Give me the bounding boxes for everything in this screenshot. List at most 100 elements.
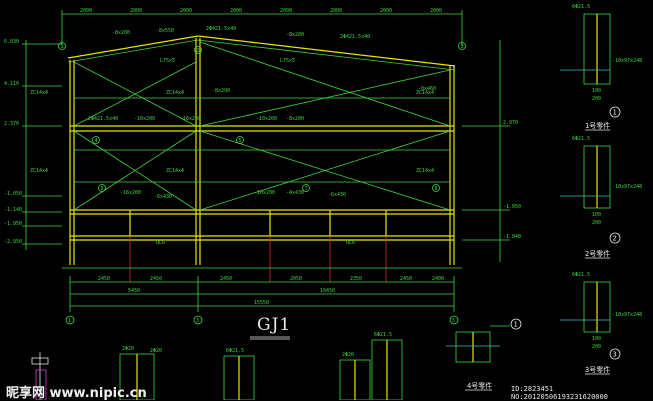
dim-label: 2000	[280, 8, 292, 14]
bar-label: -16x200	[120, 190, 141, 196]
level-label: -1.840	[503, 234, 521, 240]
dim-label: 2000	[230, 8, 242, 14]
grid-axis-bubble	[65, 315, 75, 325]
member-label: L75x5	[280, 58, 295, 64]
level-label: -2.950	[4, 239, 22, 245]
bar-label: 2Φ421.5x40	[206, 26, 236, 32]
detail-top-label: 6Φ21.5	[572, 136, 590, 142]
detail-num: 1	[613, 109, 617, 117]
part-mark: 1	[61, 44, 64, 50]
level-label: -1.050	[503, 204, 521, 210]
member-label: ZC14x4	[416, 168, 434, 174]
dim-label: 2350	[350, 276, 362, 282]
part-mark: 7	[305, 186, 308, 192]
bottom-detail-label: 6Φ21.5	[374, 332, 392, 338]
detail-side-label: -10x97x248	[612, 184, 642, 190]
member-label: ZC14x4	[30, 90, 48, 96]
bar-labels: -8x200 -8x550 2Φ421.5x40 -8x200 2Φ421.5x…	[88, 26, 436, 200]
detail-1: 6Φ21.5 -10x97x248 100 200 1 1号零件	[560, 4, 642, 131]
watermark-logo: 昵享网 www.nipic.cn	[6, 386, 147, 401]
dim-total-label: 15550	[254, 300, 269, 306]
part-mark: 2	[197, 48, 200, 54]
bar-label: -10x200	[134, 116, 155, 122]
bar-label: -8x460	[418, 86, 436, 92]
dim-label: 2050	[290, 276, 302, 282]
part-mark: 8	[435, 186, 438, 192]
bar-label: -4x430	[286, 190, 304, 196]
detail-label: 1号零件	[585, 121, 610, 130]
grid-axis-bubble	[449, 315, 459, 325]
bar-label: -10x200	[254, 190, 275, 196]
bar-label: -6x430	[154, 194, 172, 200]
bottom-detail-label: 6Φ21.5	[226, 348, 244, 354]
detail-4: 1 4号零件	[446, 318, 522, 391]
grid-axis-label: 5	[452, 318, 455, 324]
left-level-labels: 6.030 4.110 2.370 -1.050 -1.140 -1.950 -…	[4, 39, 22, 245]
detail-dim: 200	[592, 220, 601, 226]
grid-axis-labels: 1 3 5	[68, 318, 455, 324]
detail-top-label: 6Φ21.5	[572, 4, 590, 10]
dim-label: 2450	[400, 276, 412, 282]
detail-dim: 100	[592, 336, 601, 342]
part-marks: 1 2 3 4 5 6 7 8	[58, 42, 466, 192]
bar-label: 2Φ421.5x40	[340, 34, 370, 40]
member-label: QL6	[156, 240, 165, 246]
dim-label: 2450	[98, 276, 110, 282]
bottom-detail-label: 2Φ20	[122, 346, 134, 352]
level-label: -1.050	[4, 191, 22, 197]
bar-label: -8x550	[156, 28, 174, 34]
part-mark: 4	[95, 138, 98, 144]
dim-label: 2450	[220, 276, 232, 282]
watermark-id: ID:2823451 NO:20120506193231620000	[511, 385, 608, 401]
part-mark: 5	[239, 138, 242, 144]
detail-num: 2	[613, 235, 617, 243]
grid-axis-label: 3	[196, 318, 199, 324]
member-label: ZC14x4	[30, 168, 48, 174]
dim-label: 2000	[80, 8, 92, 14]
detail-label: 4号零件	[467, 381, 492, 390]
bar-label: -8x290	[212, 88, 230, 94]
bar-label: -10x200	[256, 116, 277, 122]
dim-label: 2000	[380, 8, 392, 14]
bottom-details: 2Φ20 6Φ21.5 2Φ20 6Φ21.5 2Φ20	[31, 332, 403, 400]
detail-side-label: -10x97x248	[612, 312, 642, 318]
detail-num: 3	[613, 351, 617, 359]
level-label: 6.030	[4, 39, 19, 45]
detail-dim: 100	[592, 212, 601, 218]
member-label: L75x5	[160, 58, 175, 64]
part-mark: 6	[101, 186, 104, 192]
level-label: 2.970	[503, 120, 518, 126]
detail-top-label: 6Φ21.5	[572, 272, 590, 278]
main-frame	[22, 10, 510, 325]
grid-axis-bubble	[193, 315, 203, 325]
member-labels: L75x5 L75x5 ZC14x4 ZC14x4 ZC14x4 ZC14x4 …	[30, 58, 434, 246]
detail-2: 6Φ21.5 -10x97x248 100 200 2 2号零件	[560, 136, 642, 259]
frame-title: GJ1	[257, 315, 292, 335]
bar-label: 2Φ421.5x40	[88, 116, 118, 122]
bar-label: -8x200	[286, 116, 304, 122]
dim-label: 2000	[180, 8, 192, 14]
bar-label: -8x200	[286, 32, 304, 38]
bar-label: -8x200	[112, 30, 130, 36]
dim-label: 2450	[150, 276, 162, 282]
detail-side-label: -10x97x248	[612, 58, 642, 64]
part-mark: 3	[461, 44, 464, 50]
dim-label: 2000	[330, 8, 342, 14]
member-label: ZC14x4	[166, 90, 184, 96]
top-dimension-labels: 2000 2000 2000 2000 2000 2000 2000 2000	[80, 8, 442, 14]
member-label: ZC14x4	[416, 90, 434, 96]
level-label: -1.950	[4, 221, 22, 227]
member-label: QL6	[346, 240, 355, 246]
dim-label: 2000	[430, 8, 442, 14]
detail-3: 6Φ21.5 -10x97x248 100 200 3 3号零件	[560, 272, 642, 375]
dim-label: 2000	[130, 8, 142, 14]
detail-dim: 200	[592, 96, 601, 102]
level-label: 2.370	[4, 121, 19, 127]
level-label: 4.110	[4, 81, 19, 87]
right-level-labels: 2.970 -1.050 -1.840	[503, 120, 521, 240]
bottom-detail-label: 2Φ20	[342, 352, 354, 358]
bottom-dimension-labels: 2450 2450 2450 2050 2350 2450 2400 5450 …	[98, 276, 444, 306]
level-label: -1.140	[4, 207, 22, 213]
dim-total-label: 10450	[320, 288, 335, 294]
detail-dim: 100	[592, 88, 601, 94]
